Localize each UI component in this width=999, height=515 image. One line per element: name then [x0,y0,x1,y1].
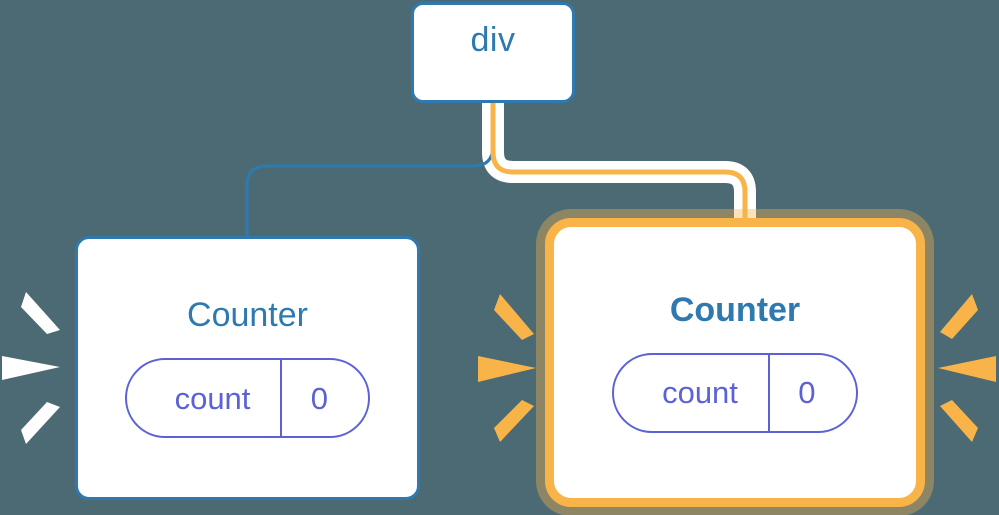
state-key-left: count [174,380,251,416]
ray-icon [940,294,978,339]
ray-icon [21,292,60,334]
node-counter-left-label: Counter [187,296,308,334]
state-value-left: 0 [280,360,368,436]
burst-right-orange [930,282,999,452]
state-value-right: 0 [767,354,856,431]
ray-icon [2,356,60,380]
ray-icon [494,400,534,442]
burst-left-white [2,282,72,452]
ray-icon [938,356,996,382]
ray-icon [478,356,536,382]
state-pill-right: count 0 [612,352,858,433]
node-div[interactable]: div [411,2,575,103]
node-counter-right[interactable]: Counter count 0 [545,218,925,507]
node-counter-right-label: Counter [669,290,801,329]
ray-icon [494,294,534,340]
edge-div-to-counter-right-halo [482,100,756,226]
node-div-label: div [470,20,516,59]
ray-icon [940,400,978,442]
edge-div-to-counter-left [245,103,495,240]
edge-div-to-counter-right [490,100,748,232]
ray-icon [21,402,60,444]
state-pill-left: count 0 [124,358,371,438]
burst-middle-orange [470,282,540,452]
state-key-right: count [662,375,738,410]
node-counter-left[interactable]: Counter count 0 [75,236,420,500]
